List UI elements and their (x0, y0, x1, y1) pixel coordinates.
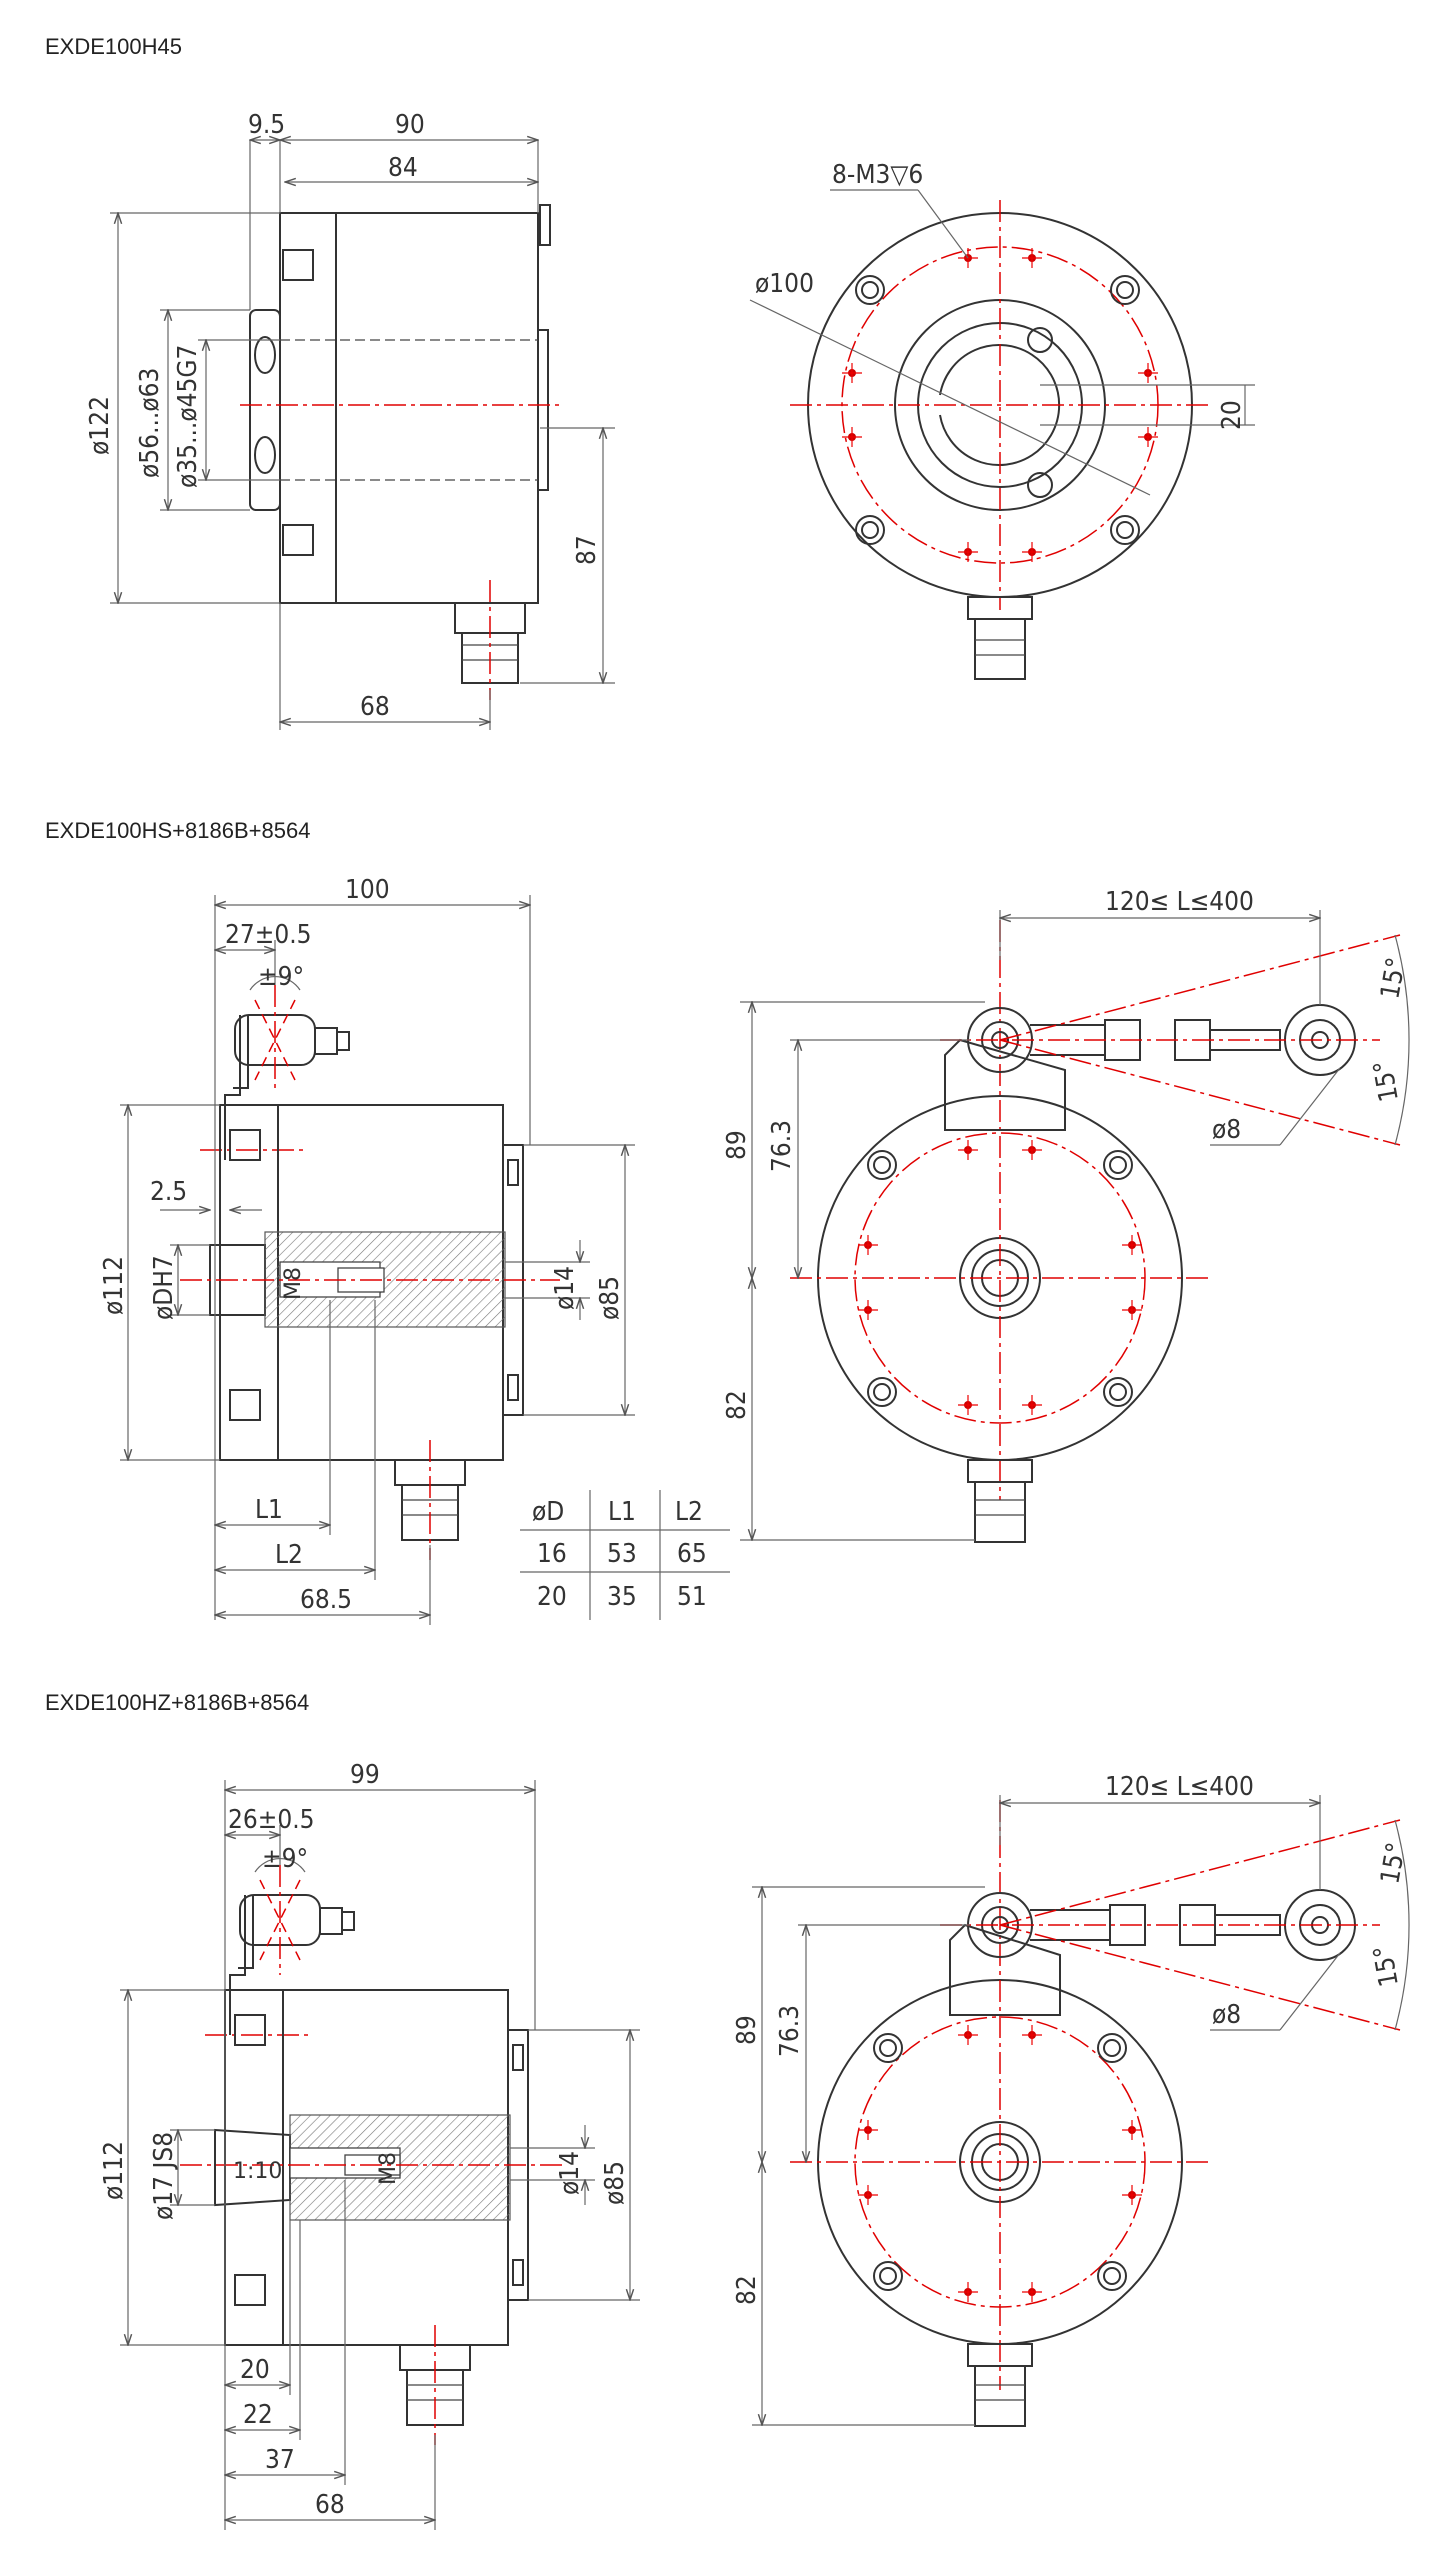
dim-15-lower-3: 15° (1368, 1943, 1405, 1989)
dim-68-5: 68.5 (300, 1585, 352, 1615)
dim-82: 82 (722, 1390, 752, 1420)
dim-76-3: 76.3 (767, 1120, 797, 1172)
title-exde100h45: EXDE100H45 (45, 34, 182, 59)
title-exde100hs: EXDE100HS+8186B+8564 (45, 818, 311, 843)
dim-l2: L2 (275, 1540, 303, 1570)
dim-holes: 8-M3▽6 (832, 160, 923, 190)
drawing-3-side-view (120, 1780, 640, 2530)
dim-68: 68 (360, 692, 390, 722)
dim-76-3-3: 76.3 (775, 2005, 805, 2057)
dim-27: 27±0.5 (225, 920, 312, 950)
dim-ang9-3: ±9° (262, 1844, 308, 1874)
dim-m8-3: M8 (376, 2152, 401, 2185)
table-cell: 51 (677, 1582, 707, 1612)
dim-dDH7: øDH7 (149, 1255, 179, 1320)
dim-90: 90 (395, 110, 425, 140)
dim-99: 99 (350, 1760, 380, 1790)
dim-taper: 1:10 (233, 2159, 282, 2184)
dim-37-3: 37 (265, 2445, 295, 2475)
drawing-1-side-view (110, 140, 615, 730)
dim-d112: ø112 (99, 1256, 129, 1315)
dim-9-5: 9.5 (248, 110, 285, 140)
dim-20: 20 (1217, 400, 1247, 430)
dim-15-upper-3: 15° (1375, 1840, 1412, 1886)
dimension-table (520, 1490, 730, 1620)
dim-range-3: 120≤ L≤400 (1105, 1772, 1254, 1802)
table-cell: 16 (537, 1539, 567, 1569)
table-header-l1: L1 (608, 1497, 636, 1527)
dim-d56-63: ø56...ø63 (135, 368, 165, 478)
dim-m8: M8 (281, 1267, 306, 1300)
drawing-1-front-view (749, 189, 1255, 680)
dim-d85-3: ø85 (600, 2161, 630, 2205)
dim-22-3: 22 (243, 2400, 273, 2430)
dim-15-upper: 15° (1375, 955, 1412, 1001)
dim-range: 120≤ L≤400 (1105, 887, 1254, 917)
dim-d122: ø122 (85, 396, 115, 455)
dim-d112-3: ø112 (99, 2141, 129, 2200)
dim-89: 89 (722, 1130, 752, 1160)
dim-26: 26±0.5 (228, 1805, 315, 1835)
dim-d8-3: ø8 (1212, 2000, 1241, 2030)
dim-d85: ø85 (595, 1276, 625, 1320)
table-cell: 35 (607, 1582, 637, 1612)
dim-84: 84 (388, 153, 418, 183)
dim-2-5: 2.5 (150, 1177, 187, 1207)
table-header-d: øD (532, 1497, 564, 1527)
drawing-2-front-view (740, 910, 1410, 1543)
table-cell: 53 (607, 1539, 637, 1569)
encoder-body (279, 212, 539, 604)
dim-15-lower: 15° (1368, 1058, 1405, 1104)
dim-d100: ø100 (755, 269, 814, 299)
drawing-3-front-view (752, 1795, 1410, 2427)
dim-d8: ø8 (1212, 1115, 1241, 1145)
table-cell: 65 (677, 1539, 707, 1569)
dim-68-3: 68 (315, 2490, 345, 2520)
dim-d14: ø14 (550, 1266, 580, 1310)
table-header-l2: L2 (675, 1497, 703, 1527)
title-exde100hz: EXDE100HZ+8186B+8564 (45, 1690, 310, 1715)
dim-ang9: ±9° (258, 962, 304, 992)
dim-87: 87 (572, 535, 602, 565)
dim-20-3: 20 (240, 2355, 270, 2385)
dim-82-3: 82 (732, 2275, 762, 2305)
dim-l1: L1 (255, 1495, 283, 1525)
drawing-2-side-view (120, 895, 635, 1625)
dim-d35-45: ø35...ø45G7 (173, 345, 203, 488)
dim-d14-3: ø14 (555, 2151, 585, 2195)
dim-100: 100 (345, 875, 390, 905)
table-cell: 20 (537, 1582, 567, 1612)
dim-89-3: 89 (732, 2015, 762, 2045)
dim-d17: ø17 JS8 (149, 2132, 179, 2220)
